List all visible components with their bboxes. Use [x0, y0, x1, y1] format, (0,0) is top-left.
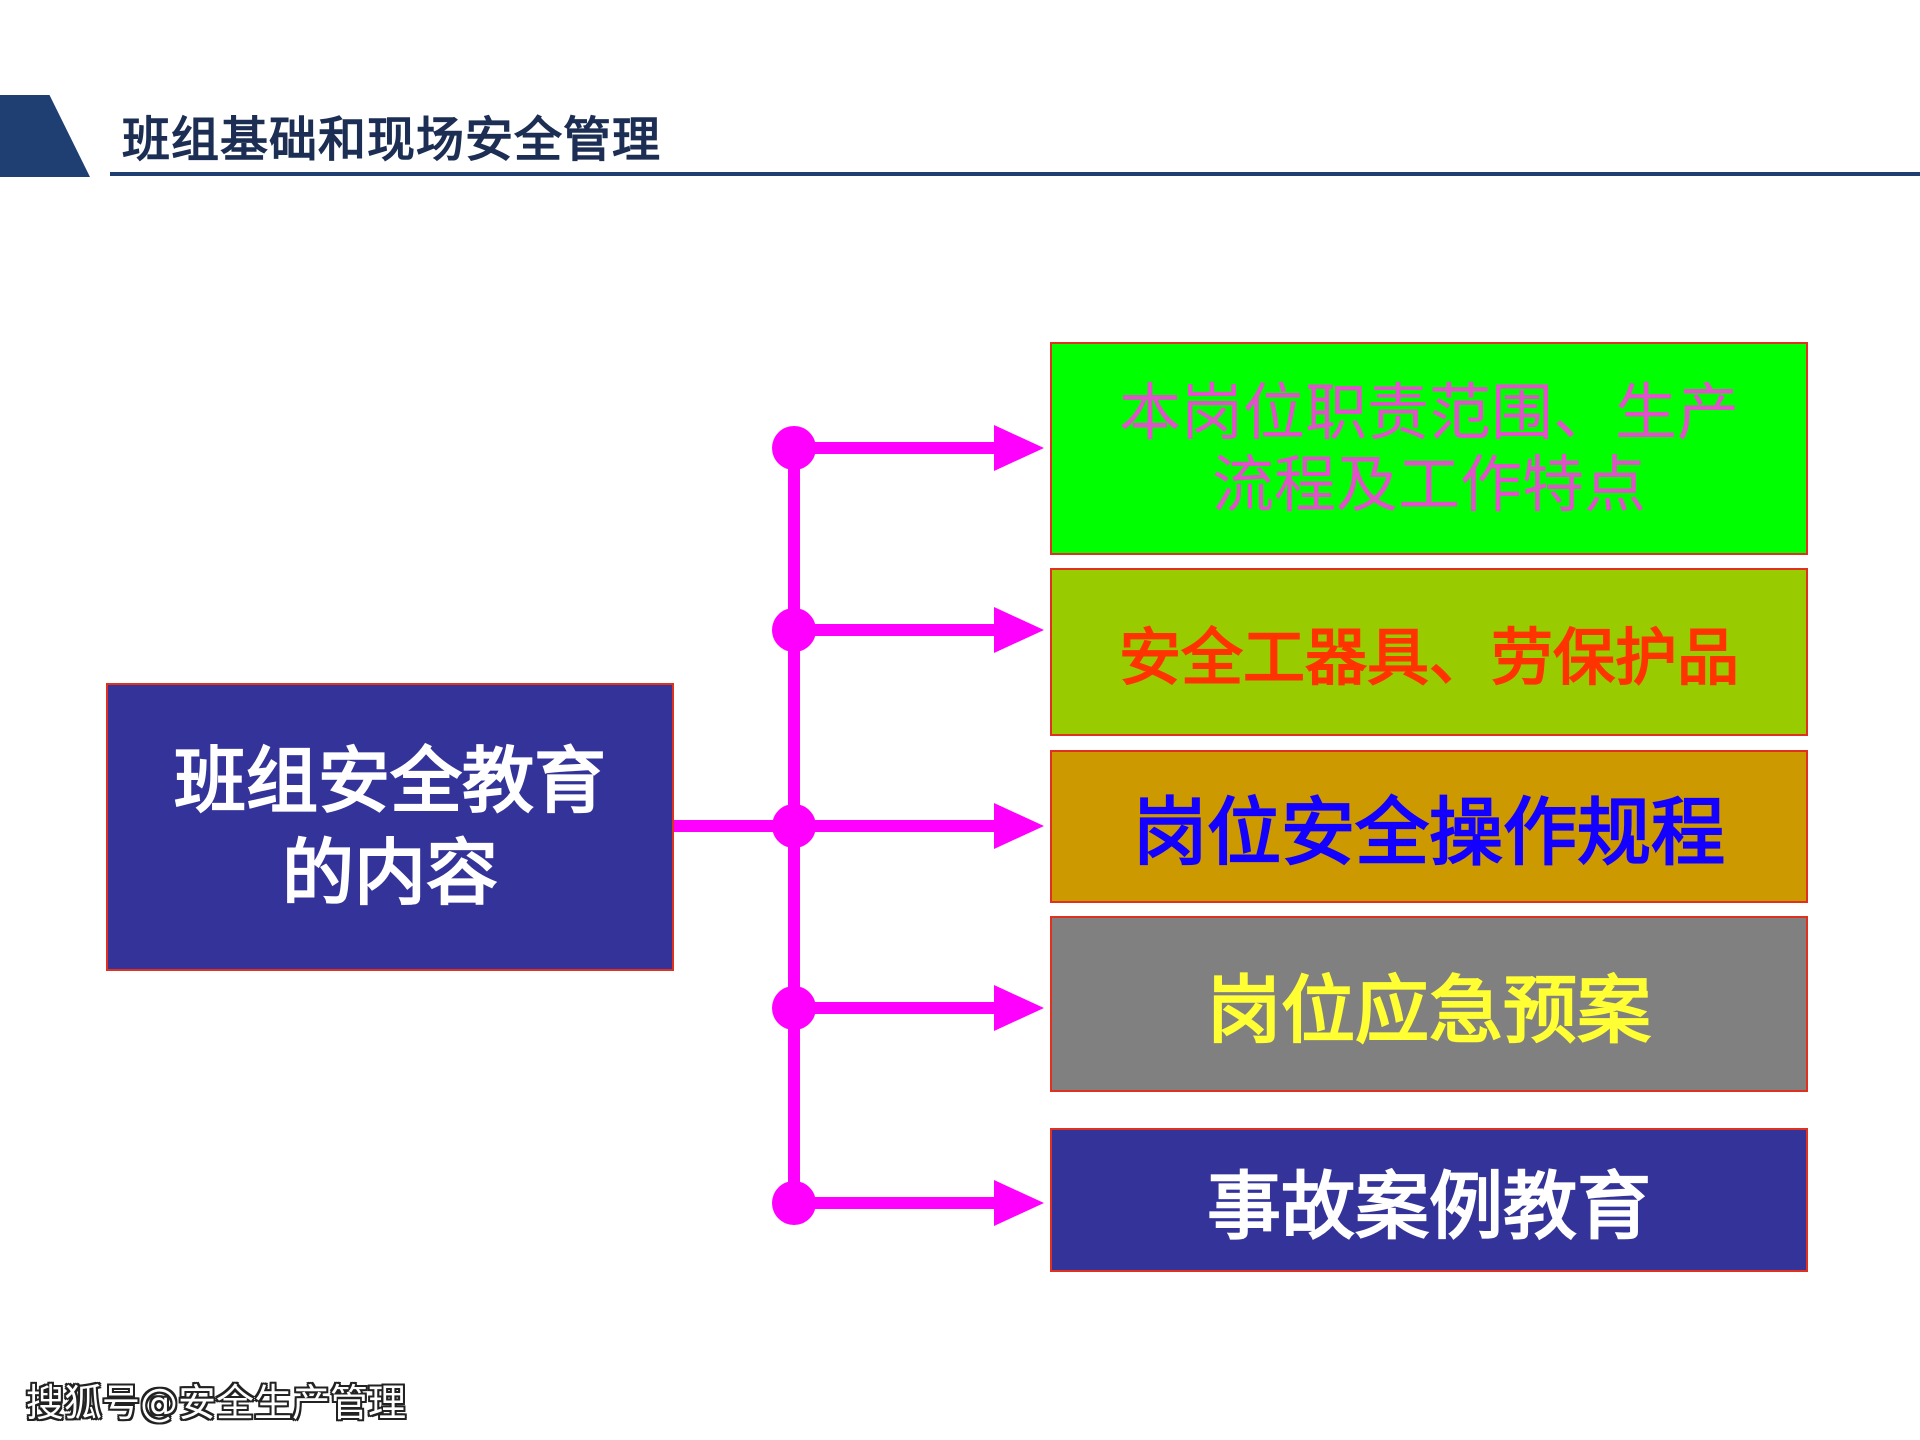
arrowhead-3 — [994, 803, 1044, 849]
arrowhead-2 — [994, 607, 1044, 653]
junction-dot-3 — [772, 804, 816, 848]
target-box-2: 安全工器具、劳保护品 — [1050, 568, 1808, 736]
arrowhead-4 — [994, 985, 1044, 1031]
target-2-label: 安全工器具、劳保护品 — [1118, 621, 1739, 694]
target-1-line-1: 本岗位职责范围、生产 — [1118, 375, 1739, 449]
arrowhead-5 — [994, 1180, 1044, 1226]
arrowhead-1 — [994, 425, 1044, 471]
target-box-3: 岗位安全操作规程 — [1050, 750, 1808, 903]
junction-dot-4 — [772, 986, 816, 1030]
target-4-label: 岗位应急预案 — [1207, 967, 1651, 1054]
target-box-1: 本岗位职责范围、生产 流程及工作特点 — [1050, 342, 1808, 555]
title-underline — [110, 172, 1920, 176]
source-box: 班组安全教育 的内容 — [106, 683, 674, 971]
target-1-line-2: 流程及工作特点 — [1211, 447, 1646, 521]
source-line-1: 班组安全教育 — [173, 739, 606, 823]
watermark: 搜狐号@安全生产管理 — [26, 1381, 407, 1425]
target-3-label: 岗位安全操作规程 — [1133, 790, 1725, 876]
junction-dot-2 — [772, 608, 816, 652]
target-box-5: 事故案例教育 — [1050, 1128, 1808, 1272]
junction-dot-1 — [772, 426, 816, 470]
target-box-4: 岗位应急预案 — [1050, 916, 1808, 1092]
source-line-2: 的内容 — [281, 831, 498, 915]
target-5-label: 事故案例教育 — [1207, 1163, 1651, 1250]
junction-dot-5 — [772, 1181, 816, 1225]
page-title: 班组基础和现场安全管理 — [122, 112, 662, 168]
